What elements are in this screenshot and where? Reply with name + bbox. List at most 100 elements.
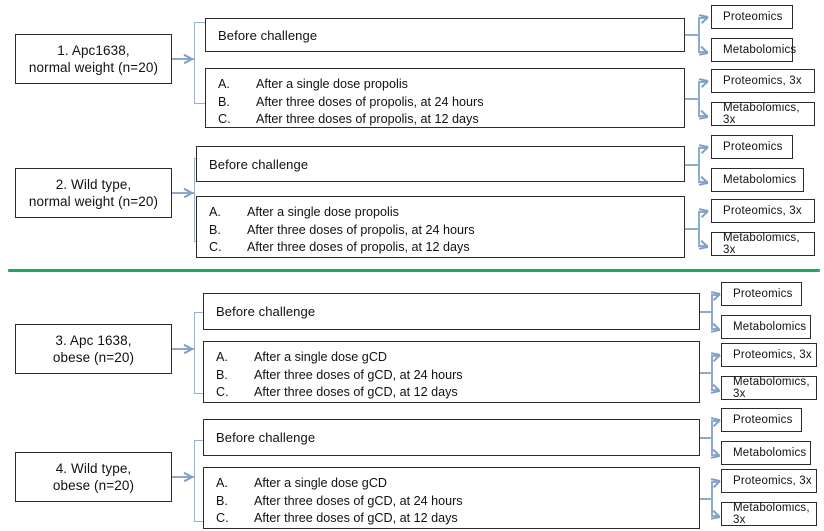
list-key: C. — [209, 240, 222, 254]
stage-box-g4-before[interactable]: Before challenge — [203, 419, 700, 456]
connector-g3-after-top — [711, 355, 719, 357]
connector-g4-before-spine — [711, 420, 713, 455]
connector-g4-before-bot — [711, 454, 719, 456]
stage-box-g3-before[interactable]: Before challenge — [203, 293, 700, 330]
connector-g1-after-top — [698, 81, 708, 83]
output-label: Metabolomics, 3x — [723, 102, 800, 126]
output-label: Proteomics — [733, 288, 793, 300]
arrowhead-g2-metabolomics-3x — [698, 239, 712, 253]
stage-box-g3-after[interactable]: A. After a single dose gCD B. After thre… — [203, 341, 700, 403]
list-key: A. — [209, 205, 221, 219]
list-text: After three doses of propolis, at 24 hou… — [256, 94, 484, 109]
output-label: Metabolomics — [723, 44, 797, 56]
output-box-g1-metabolomics[interactable]: Metabolomics — [711, 38, 797, 62]
output-box-g4-proteomics-3x[interactable]: Proteomics, 3x — [721, 469, 817, 493]
list-text: After a single dose gCD — [254, 350, 388, 364]
connector-g3-after-spine — [711, 355, 713, 390]
group-label-1: 1. Apc1638, normal weight (n=20) — [28, 43, 159, 75]
output-label: Proteomics — [733, 414, 793, 426]
connector-g3-before-bot — [711, 328, 719, 330]
stage-box-g2-after[interactable]: A. After a single dose propolis B. After… — [196, 196, 685, 258]
connector-g4-after-spine — [711, 481, 713, 516]
list-text: After three doses of propolis, at 12 day… — [247, 240, 470, 254]
list-key: B. — [216, 367, 228, 382]
output-box-g3-metabolomics[interactable]: Metabolomics — [721, 315, 811, 339]
output-box-g2-metabolomics-3x[interactable]: Metabolomics, 3x — [711, 232, 815, 256]
list-text: After three doses of propolis, at 24 hou… — [247, 222, 475, 237]
connector-g2-after-top — [698, 211, 708, 213]
list-item: B. After three doses of gCD, at 24 hours — [216, 367, 699, 385]
arrowhead-g2-proteomics — [698, 141, 712, 155]
group-label-2: 2. Wild type, normal weight (n=20) — [28, 177, 159, 209]
connector-g2-before-top — [698, 147, 708, 149]
output-box-g4-metabolomics-3x[interactable]: Metabolomics, 3x — [721, 502, 817, 526]
stage-box-g4-after[interactable]: A. After a single dose gCD B. After thre… — [203, 467, 700, 529]
output-label: Proteomics, 3x — [733, 349, 812, 361]
arrowhead-g1-proteomics-3x — [698, 75, 712, 89]
connector-g2-before-spine — [698, 147, 700, 182]
connector-g3-before-top — [711, 294, 719, 296]
connector-g4-after-top — [711, 481, 719, 483]
output-label: Metabolomics — [733, 447, 807, 459]
list-key: A. — [218, 77, 230, 91]
list-item: B. After three doses of propolis, at 24 … — [209, 222, 684, 240]
green-separator — [8, 269, 820, 272]
connector-g2-before-bot — [698, 181, 708, 183]
stage-label-g1-before: Before challenge — [218, 27, 318, 43]
connector-g1-before-top — [698, 17, 708, 19]
list-text: After three doses of gCD, at 24 hours — [254, 493, 463, 508]
output-box-g4-metabolomics[interactable]: Metabolomics — [721, 441, 811, 465]
output-label: Proteomics, 3x — [723, 75, 802, 87]
bracket-g4 — [194, 440, 205, 522]
arrowhead-g1-metabolomics — [698, 45, 712, 59]
list-text: After a single dose gCD — [254, 476, 388, 490]
connector-g1-before-spine — [698, 17, 700, 52]
output-box-g2-proteomics[interactable]: Proteomics — [711, 135, 793, 159]
list-text: After three doses of gCD, at 24 hours — [254, 367, 463, 382]
list-item: B. After three doses of propolis, at 24 … — [218, 94, 684, 112]
list-item: B. After three doses of gCD, at 24 hours — [216, 493, 699, 511]
output-box-g3-proteomics[interactable]: Proteomics — [721, 282, 802, 306]
connector-g4-after-bot — [711, 515, 719, 517]
group-box-4[interactable]: 4. Wild type, obese (n=20) — [15, 452, 172, 502]
connector-g1-after-spine — [698, 81, 700, 116]
output-label: Proteomics — [723, 141, 783, 153]
connector-g3-stem — [172, 348, 194, 350]
connector-g3-before-stem — [700, 311, 712, 313]
arrowhead-g2 — [183, 187, 194, 198]
output-box-g3-proteomics-3x[interactable]: Proteomics, 3x — [721, 343, 817, 367]
output-label: Metabolomics — [723, 174, 797, 186]
connector-g2-before-stem — [685, 164, 699, 166]
output-box-g1-metabolomics-3x[interactable]: Metabolomics, 3x — [711, 102, 815, 126]
output-label: Metabolomics — [733, 321, 807, 333]
output-box-g1-proteomics[interactable]: Proteomics — [711, 5, 793, 29]
stage-box-g2-before[interactable]: Before challenge — [196, 146, 685, 182]
list-key: C. — [216, 385, 229, 399]
connector-g4-after-stem — [700, 498, 712, 500]
list-key: A. — [216, 350, 228, 364]
connector-g2-after-stem — [685, 228, 699, 230]
group-box-3[interactable]: 3. Apc 1638, obese (n=20) — [15, 324, 172, 374]
output-box-g1-proteomics-3x[interactable]: Proteomics, 3x — [711, 69, 815, 93]
arrowhead-g1 — [183, 53, 194, 64]
stage-box-g1-after[interactable]: A. After a single dose propolis B. After… — [205, 68, 685, 128]
connector-g4-stem — [172, 476, 194, 478]
list-item: A. After a single dose gCD — [216, 475, 699, 493]
group-box-2[interactable]: 2. Wild type, normal weight (n=20) — [15, 168, 172, 218]
list-key: A. — [216, 476, 228, 490]
arrowhead-g1-metabolomics-3x — [698, 109, 712, 123]
list-text: After a single dose propolis — [247, 205, 399, 219]
list-key: C. — [218, 112, 231, 126]
list-item: A. After a single dose propolis — [218, 76, 684, 94]
stage-label-g3-before: Before challenge — [216, 304, 316, 319]
output-label: Metabolomics, 3x — [733, 376, 810, 400]
list-text: After a single dose propolis — [256, 77, 408, 91]
output-box-g2-proteomics-3x[interactable]: Proteomics, 3x — [711, 199, 815, 223]
output-box-g4-proteomics[interactable]: Proteomics — [721, 408, 802, 432]
group-box-1[interactable]: 1. Apc1638, normal weight (n=20) — [15, 34, 172, 84]
output-box-g2-metabolomics[interactable]: Metabolomics — [711, 168, 804, 192]
output-box-g3-metabolomics-3x[interactable]: Metabolomics, 3x — [721, 376, 817, 400]
arrowhead-g3 — [183, 343, 194, 354]
stage-box-g1-before[interactable]: Before challenge — [205, 18, 685, 52]
